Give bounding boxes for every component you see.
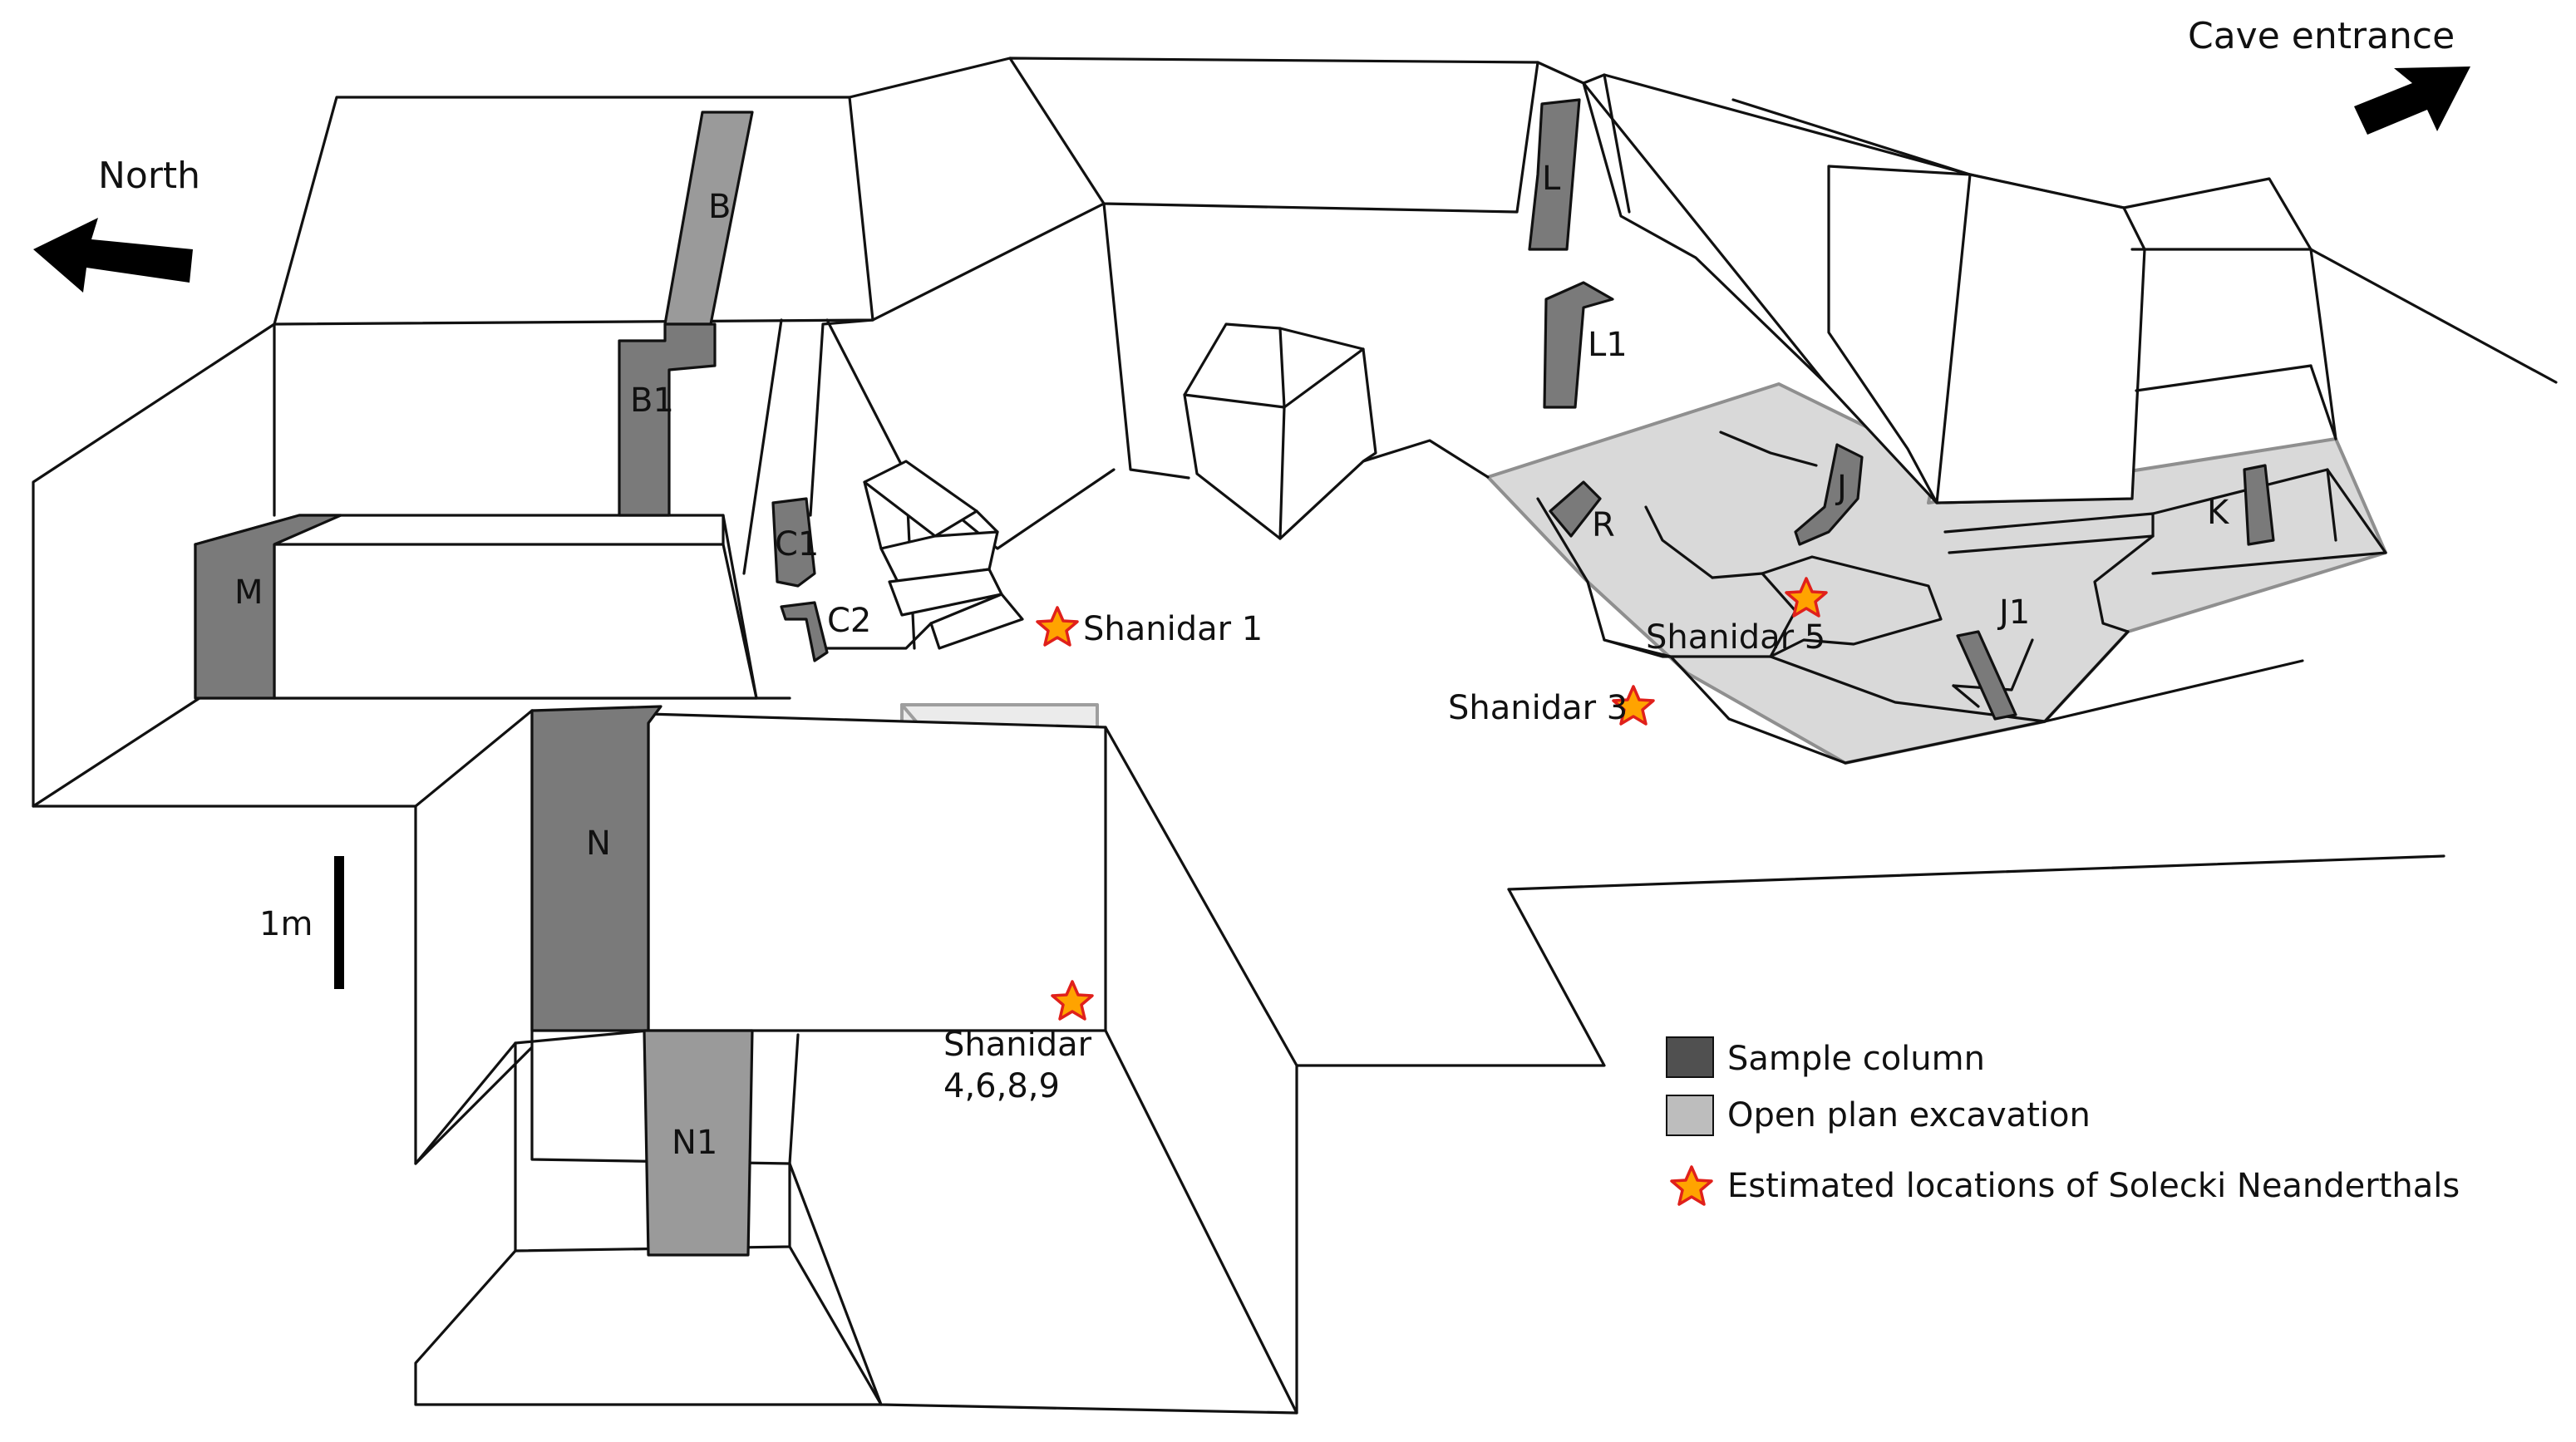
sample-column-l1 (1543, 281, 1614, 409)
star-shanidar-1 (1036, 606, 1079, 647)
label-b1: B1 (630, 381, 674, 420)
legend-swatch-sample-column (1666, 1036, 1714, 1078)
arrow-right-icon (2354, 66, 2470, 135)
scale-bar: 1m (259, 856, 344, 989)
east-block (1536, 61, 2558, 504)
label-shanidar-5: Shanidar 5 (1646, 618, 1825, 657)
legend-swatch-open-plan (1666, 1095, 1714, 1136)
legend-star-icon (1670, 1165, 1713, 1206)
sample-column-n1 (643, 1029, 754, 1257)
legend: Sample column Open plan excavation Estim… (1666, 1036, 2460, 1206)
label-l1: L1 (1588, 326, 1628, 364)
central-upper-wall (742, 57, 1539, 650)
label-r: R (1592, 506, 1615, 544)
sample-column-c1 (771, 497, 816, 588)
label-c2: C2 (827, 602, 871, 640)
scale-bar-label: 1m (259, 905, 313, 943)
arrow-left-icon (33, 218, 193, 293)
label-n1: N1 (672, 1124, 717, 1162)
north-arrow: North (33, 155, 200, 293)
label-n: N (586, 824, 611, 863)
central-pillar (1183, 322, 1377, 540)
sample-column-n (530, 705, 662, 1032)
cave-entrance-arrow: Cave entrance (2188, 15, 2470, 135)
label-shanidar-1: Shanidar 1 (1083, 610, 1263, 648)
sample-column-c2 (780, 601, 829, 662)
south-floor-outline (1507, 854, 2445, 891)
sample-column-l (1528, 98, 1581, 251)
label-c1: C1 (775, 525, 819, 564)
sample-column-k (2243, 464, 2275, 546)
sample-column-j (1794, 443, 1864, 546)
label-j1: J1 (1997, 593, 2030, 632)
stepped-block (863, 460, 1024, 650)
label-cave-entrance: Cave entrance (2188, 15, 2455, 57)
star-shanidar-5 (1785, 577, 1828, 618)
sample-column-j1 (1956, 630, 2017, 721)
label-m: M (234, 573, 264, 612)
south-floor-step (1295, 888, 1606, 1067)
label-shanidar-4689-line2: 4,6,8,9 (943, 1067, 1060, 1105)
south-block (414, 709, 1298, 1415)
star-shanidar-3 (1612, 685, 1655, 726)
label-north: North (98, 155, 200, 197)
scale-bar-line (334, 856, 344, 989)
excavation-east-details (1536, 431, 2387, 765)
label-k: K (2207, 494, 2230, 532)
label-l: L (1542, 160, 1561, 198)
legend-label-sample-column: Sample column (1727, 1040, 1985, 1078)
label-b: B (708, 188, 731, 226)
sample-column-b1 (618, 322, 717, 517)
legend-label-neanderthals: Estimated locations of Solecki Neanderth… (1727, 1167, 2460, 1205)
label-shanidar-3: Shanidar 3 (1448, 689, 1628, 727)
sample-column-m (194, 514, 342, 700)
star-shanidar-4689 (1051, 980, 1094, 1021)
label-j: J (1835, 469, 1847, 507)
sample-column-r (1549, 480, 1602, 538)
legend-label-open-plan: Open plan excavation (1727, 1096, 2091, 1134)
label-shanidar-4689-line1: Shanidar (943, 1026, 1092, 1064)
